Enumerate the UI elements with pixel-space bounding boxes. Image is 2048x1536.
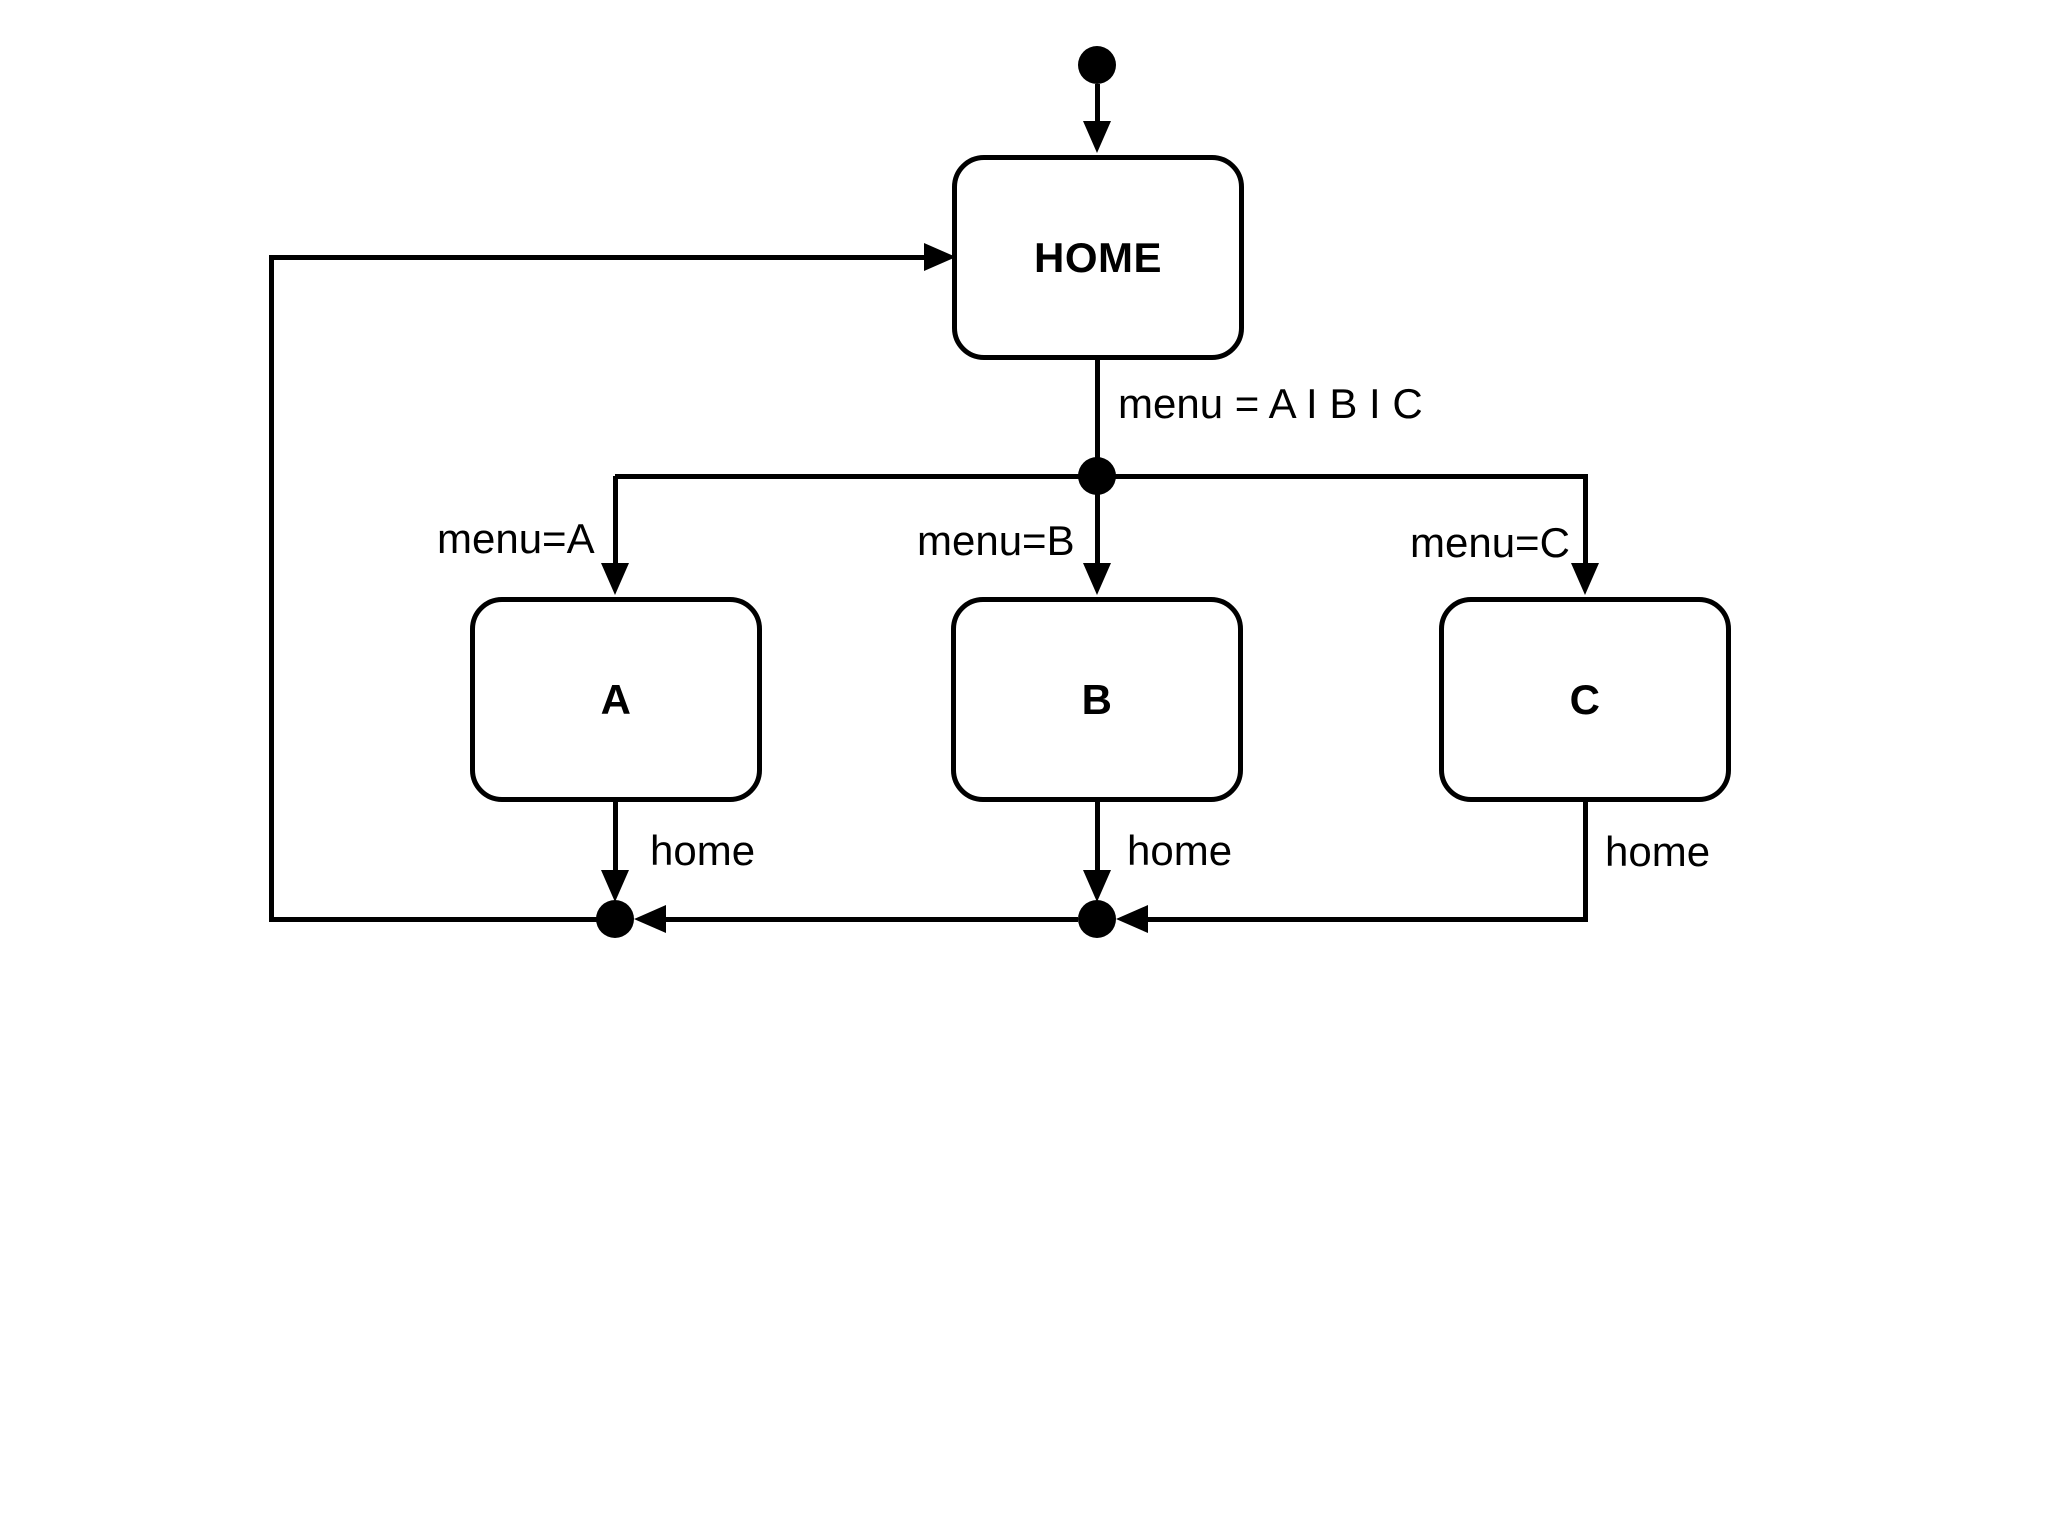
state-home: HOME	[952, 155, 1244, 360]
edge-junction-to-c	[1583, 476, 1588, 563]
edge-junction-to-a	[613, 476, 618, 563]
state-a-label: A	[600, 675, 632, 723]
edge-a-to-merge	[613, 802, 618, 872]
arrowhead-into-right-merge-side-icon	[1116, 905, 1148, 933]
edge-home-to-junction	[1095, 358, 1100, 478]
arrowhead-into-home-top-icon	[1083, 121, 1111, 153]
merge-dot-right-icon	[1078, 900, 1116, 938]
transition-label-home-c: home	[1605, 828, 1711, 875]
state-c: C	[1439, 597, 1731, 802]
arrowhead-into-c-icon	[1571, 563, 1599, 595]
edge-initial-to-home	[1095, 84, 1100, 124]
bottom-rail-right-segment	[1148, 917, 1585, 922]
arrowhead-into-right-merge-icon	[1083, 870, 1111, 902]
transition-label-home-a: home	[650, 827, 756, 874]
initial-state-dot-icon	[1078, 46, 1116, 84]
state-c-label: C	[1569, 675, 1601, 723]
feedback-loop-left-line	[269, 255, 274, 922]
transition-label-menu-main: menu = A I B I C	[1118, 380, 1423, 427]
state-home-label: HOME	[1034, 233, 1162, 281]
transition-label-home-b: home	[1127, 827, 1233, 874]
transition-label-menu-b: menu=B	[917, 517, 1075, 564]
edge-b-to-merge	[1095, 802, 1100, 872]
transition-label-menu-c: menu=C	[1410, 519, 1570, 566]
edge-c-down-line	[1583, 802, 1588, 922]
state-b-label: B	[1081, 675, 1113, 723]
arrowhead-into-home-left-icon	[924, 243, 956, 271]
feedback-loop-top-line	[269, 255, 924, 260]
merge-dot-left-icon	[596, 900, 634, 938]
bottom-rail-middle-segment	[666, 917, 1078, 922]
arrowhead-into-left-merge-icon	[601, 870, 629, 902]
state-a: A	[470, 597, 762, 802]
arrowhead-into-a-icon	[601, 563, 629, 595]
edge-junction-to-b	[1095, 494, 1100, 563]
state-b: B	[951, 597, 1243, 802]
arrowhead-into-b-icon	[1083, 563, 1111, 595]
arrowhead-into-left-merge-side-icon	[634, 905, 666, 933]
branch-rail-line	[615, 474, 1588, 479]
bottom-rail-left-segment	[269, 917, 598, 922]
transition-label-menu-a: menu=A	[437, 515, 595, 562]
